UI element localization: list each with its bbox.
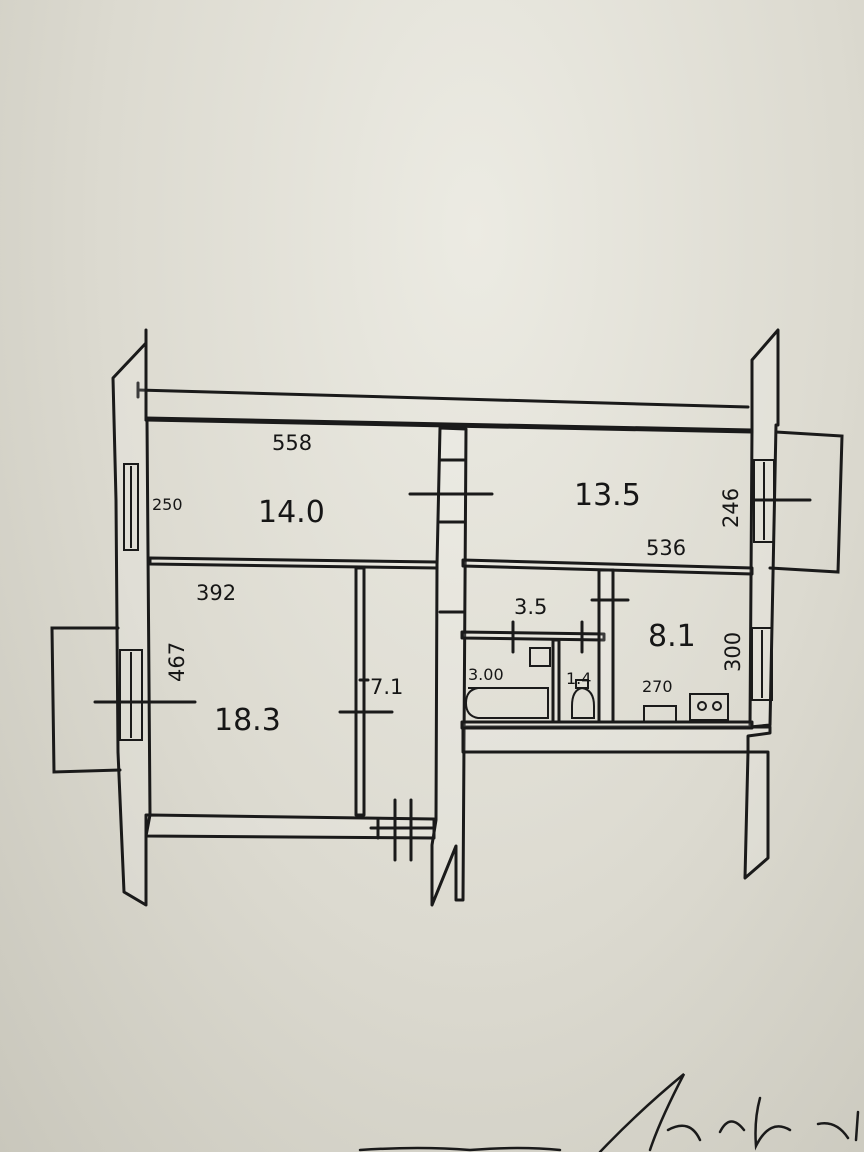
window-left-lower [119, 649, 143, 741]
room-top-left-width: 558 [272, 431, 312, 455]
window-right-lower [751, 627, 773, 701]
bottom-wall-left [144, 813, 436, 840]
toilet-area: 1.4 [566, 669, 591, 688]
kitchen-depth: 300 [721, 632, 745, 672]
bath-toilet-partition [551, 638, 561, 724]
bathtub-icon [464, 687, 549, 719]
room-bottom-left-area: 18.3 [214, 703, 281, 738]
stove-burner-right-icon [712, 701, 722, 711]
sink-icon [529, 647, 551, 667]
toilet-icon [571, 686, 595, 719]
right-lower-wall [743, 750, 770, 880]
bathroom-top-wall [460, 630, 606, 642]
room-top-left-depth: 250 [152, 495, 183, 514]
overall-dimension-line [136, 388, 750, 409]
kitchen-sink-icon [643, 705, 677, 723]
kitchen-area: 8.1 [648, 619, 696, 654]
signature [598, 1073, 860, 1152]
bathroom-zone-area: 3.5 [514, 595, 547, 619]
window-right-upper [753, 459, 775, 543]
window-left-upper [123, 463, 139, 551]
bath-length: 3.00 [468, 665, 504, 684]
middle-partition-right [461, 558, 754, 576]
room-top-right-area: 13.5 [574, 478, 641, 513]
middle-partition-left [148, 556, 439, 570]
room-top-right-width: 536 [646, 536, 686, 560]
signature-baseline [358, 1146, 562, 1152]
toilet-tank [575, 679, 589, 689]
left-balcony [50, 626, 122, 774]
room-corridor-partition [354, 566, 366, 817]
room-bottom-left-width: 392 [196, 581, 236, 605]
toilet-kitchen-partition [597, 568, 615, 724]
right-balcony [768, 430, 844, 574]
stove-icon [689, 693, 729, 721]
top-wall-line [144, 417, 754, 433]
stove-burner-left-icon [697, 701, 707, 711]
room-top-right-depth: 246 [719, 488, 743, 528]
corridor-area: 7.1 [370, 675, 403, 699]
central-partition [430, 426, 468, 907]
room-top-left-area: 14.0 [258, 495, 325, 530]
kitchen-width: 270 [642, 677, 673, 696]
lower-corridor-wall [461, 725, 772, 754]
room-bottom-left-depth: 467 [165, 642, 189, 682]
left-exterior-wall [111, 341, 152, 907]
